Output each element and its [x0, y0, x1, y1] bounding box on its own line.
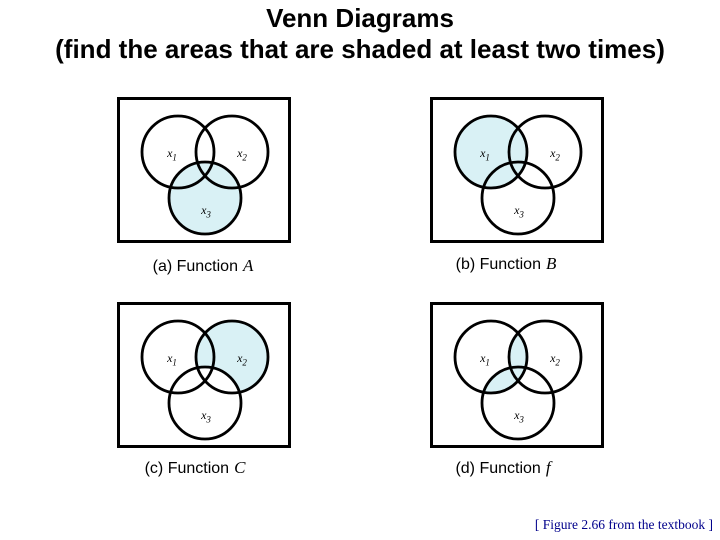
venn-svg-b: x1 x2 x3 [453, 114, 583, 236]
shaded-region-x1x2-or-x1x3 [482, 321, 527, 393]
venn-diagram-d: x1 x2 x3 [430, 302, 604, 448]
venn-svg-d: x1 x2 x3 [453, 319, 583, 441]
label-x3: x3 [200, 408, 211, 425]
circle-x1 [140, 114, 216, 190]
label-x1: x1 [479, 351, 490, 368]
label-x2: x2 [549, 146, 560, 163]
circle-x3 [480, 365, 556, 441]
circle-x2 [507, 319, 583, 395]
circle-x1 [453, 319, 529, 395]
label-x3: x3 [200, 203, 211, 220]
circle-x2 [194, 114, 270, 190]
venn-svg-a: x1 x2 x3 [140, 114, 270, 236]
circle-x1 [140, 319, 216, 395]
circle-x2 [507, 114, 583, 190]
circle-x3 [167, 365, 243, 441]
label-x1: x1 [166, 351, 177, 368]
caption-b-function-letter: B [545, 254, 557, 273]
circle-x3 [167, 160, 243, 236]
venn-diagram-a: x1 x2 x3 [117, 97, 291, 243]
venn-diagram-c: x1 x2 x3 [117, 302, 291, 448]
label-x1: x1 [479, 146, 490, 163]
venn-diagram-b: x1 x2 x3 [430, 97, 604, 243]
shaded-region-x3 [169, 162, 241, 234]
slide-title-line2: (find the areas that are shaded at least… [55, 34, 665, 64]
caption-d-text: (d) Function [455, 460, 541, 477]
label-x3: x3 [513, 203, 524, 220]
circle-x1 [453, 114, 529, 190]
caption-b-text: (b) Function [455, 256, 541, 273]
label-x3: x3 [513, 408, 524, 425]
caption-c-function-letter: C [234, 458, 246, 477]
label-x2: x2 [549, 351, 560, 368]
caption-a-function-letter: A [242, 256, 254, 275]
caption-a-text: (a) Function [152, 258, 238, 275]
slide-title-line1: Venn Diagrams [266, 3, 454, 33]
label-x2: x2 [236, 146, 247, 163]
caption-d-function-letter: f [545, 458, 551, 477]
shaded-region-x1 [455, 116, 527, 188]
venn-svg-c: x1 x2 x3 [140, 319, 270, 441]
slide-title: Venn Diagrams (find the areas that are s… [0, 3, 720, 65]
label-x1: x1 [166, 146, 177, 163]
caption-c-text: (c) Function [144, 460, 230, 477]
circle-x2 [194, 319, 270, 395]
figure-source-note: [ Figure 2.66 from the textbook ] [534, 517, 713, 532]
label-x2: x2 [236, 351, 247, 368]
circle-x3 [480, 160, 556, 236]
